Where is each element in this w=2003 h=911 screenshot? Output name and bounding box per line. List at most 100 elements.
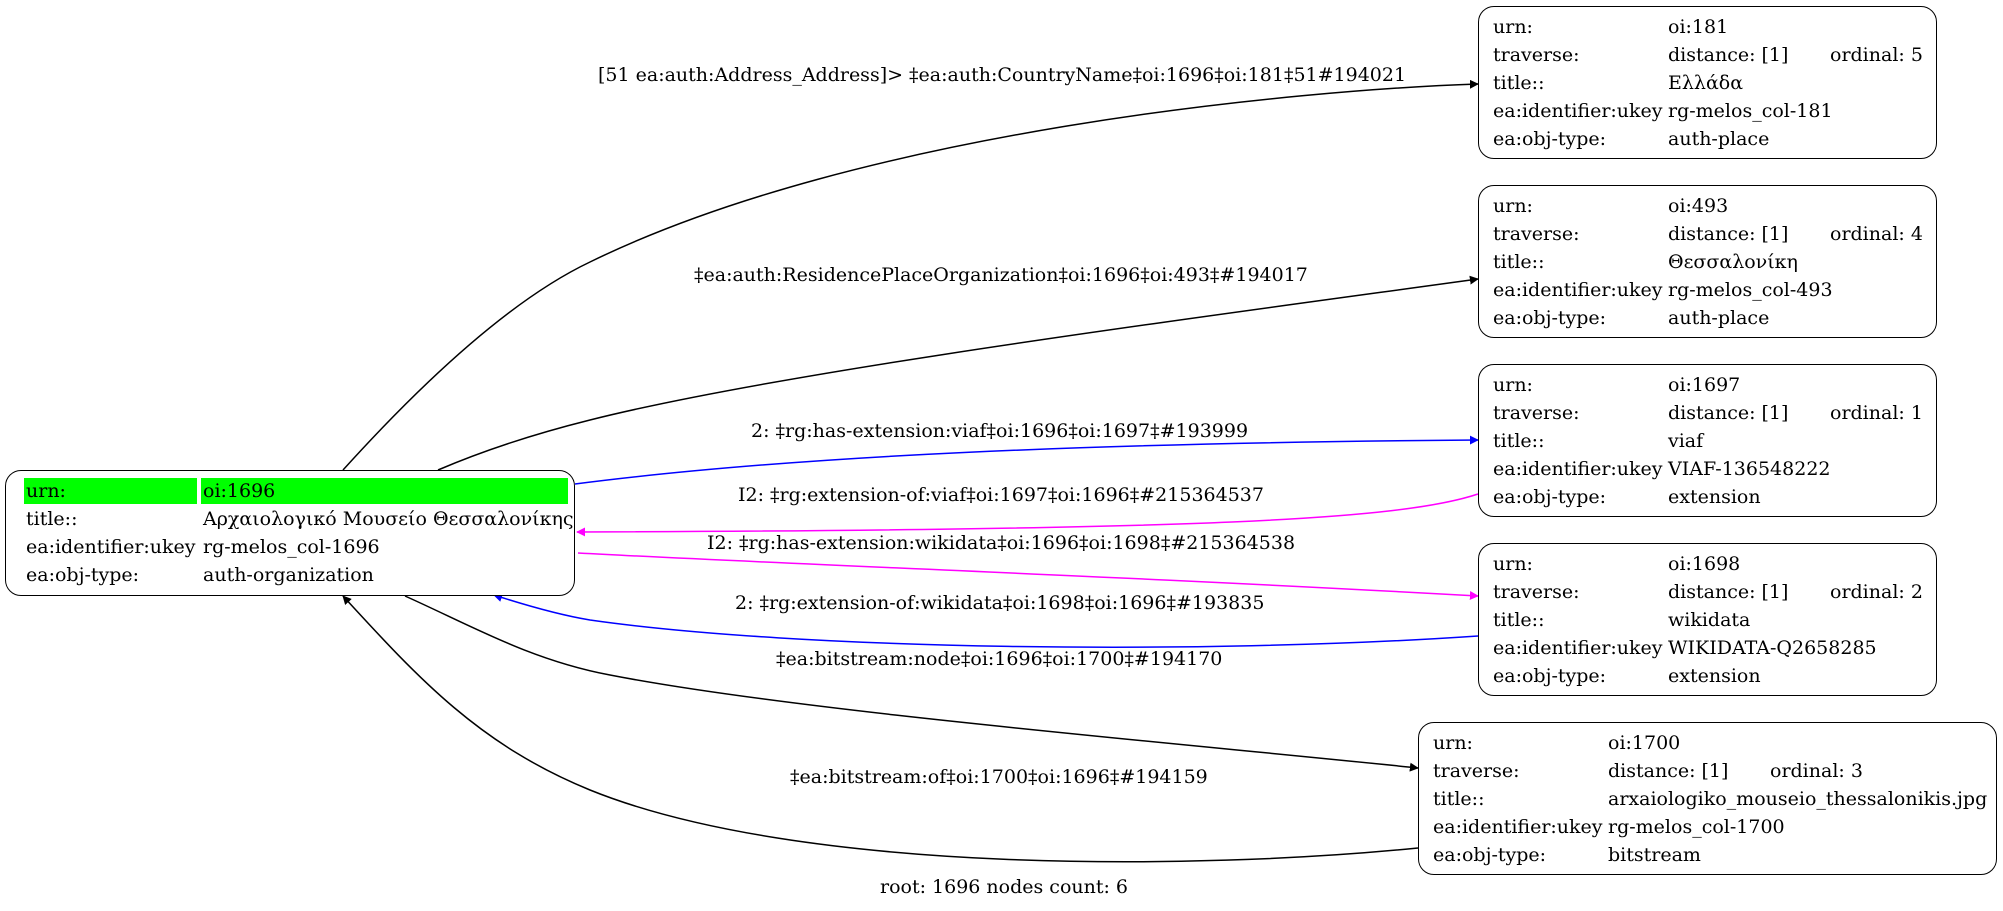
- obj-type-key: ea:obj-type:: [1493, 486, 1607, 508]
- ukey-value: WIKIDATA-Q2658285: [1668, 637, 1877, 659]
- edge-label-bitstream-of: ‡ea:bitstream:of‡oi:1700‡oi:1696‡#194159: [790, 766, 1208, 788]
- edge-to-oi-181: [342, 79, 1479, 471]
- traverse-key: traverse:: [1493, 581, 1580, 603]
- title-value: arxaiologiko_mouseio_thessalonikis.jpg: [1608, 788, 1988, 810]
- urn-value: oi:1700: [1608, 732, 1681, 754]
- root-title-value: Αρχαιολογικό Μουσείο Θεσσαλονίκης: [203, 508, 574, 530]
- ukey-key: ea:identifier:ukey: [1493, 458, 1663, 480]
- edge-label-extension-of-viaf: I2: ‡rg:extension-of:viaf‡oi:1697‡oi:169…: [738, 484, 1264, 506]
- edge-from-oi-1700: [342, 595, 1419, 863]
- root-ukey-key: ea:identifier:ukey: [26, 536, 196, 558]
- title-value: Θεσσαλονίκη: [1668, 251, 1798, 273]
- edge-to-oi-493: [437, 275, 1479, 471]
- node-row-traverse: traverse: distance: [1] ordinal: 2: [1493, 578, 1936, 606]
- ukey-value: rg-melos_col-181: [1668, 100, 1833, 122]
- urn-key: urn:: [1493, 374, 1533, 396]
- root-row-obj-type: ea:obj-type: auth-organization: [20, 561, 574, 589]
- obj-type-value: extension: [1668, 486, 1761, 508]
- edge-label-extension-of-wikidata: 2: ‡rg:extension-of:wikidata‡oi:1698‡oi:…: [735, 592, 1265, 614]
- title-key: title::: [1493, 72, 1545, 94]
- title-key: title::: [1433, 788, 1485, 810]
- distance-value: distance: [1]: [1668, 581, 1789, 603]
- node-row-traverse: traverse:distance: [1]ordinal: 1: [1493, 399, 1936, 427]
- obj-type-value: extension: [1668, 665, 1761, 687]
- node-row-title: title::Ελλάδα: [1493, 69, 1936, 97]
- obj-type-value: bitstream: [1608, 844, 1701, 866]
- node-row-obj-type: ea:obj-type:auth-place: [1493, 125, 1936, 153]
- obj-type-value: auth-place: [1668, 128, 1770, 150]
- urn-key: urn:: [1493, 195, 1533, 217]
- urn-key: urn:: [1493, 553, 1533, 575]
- urn-value: oi:181: [1668, 16, 1729, 38]
- traverse-key: traverse:: [1493, 223, 1580, 245]
- edge-to-oi-1700: [404, 595, 1419, 772]
- urn-value: oi:1698: [1668, 553, 1741, 575]
- urn-value: oi:493: [1668, 195, 1729, 217]
- edge-label-has-extension-wikidata: I2: ‡rg:has-extension:wikidata‡oi:1696‡o…: [707, 532, 1296, 554]
- edge-label-bitstream-node: ‡ea:bitstream:node‡oi:1696‡oi:1700‡#1941…: [776, 648, 1223, 670]
- edge-to-oi-1697: [574, 435, 1479, 485]
- node-row-obj-type: ea:obj-type: auth-place: [1493, 304, 1936, 332]
- urn-key: urn:: [1493, 16, 1533, 38]
- root-row-title: title:: Αρχαιολογικό Μουσείο Θεσσαλονίκη…: [20, 505, 574, 533]
- ukey-key: ea:identifier:ukey: [1493, 637, 1663, 659]
- urn-key: urn:: [1433, 732, 1473, 754]
- node-row-title: title::wikidata: [1493, 606, 1936, 634]
- node-oi-1698[interactable]: urn: oi:1698 traverse: distance: [1] ordina…: [1478, 543, 1937, 696]
- ordinal-value: ordinal: 1: [1830, 402, 1923, 424]
- node-row-urn: urn: oi:493: [1493, 192, 1936, 220]
- node-row-traverse: traverse: distance: [1] ordinal: 3: [1433, 757, 1996, 785]
- obj-type-value: auth-place: [1668, 307, 1770, 329]
- graph-footer: root: 1696 nodes count: 6: [880, 876, 1129, 898]
- node-row-urn: urn: oi:1697: [1493, 371, 1936, 399]
- ukey-value: rg-melos_col-1700: [1608, 816, 1785, 838]
- root-title-key: title::: [26, 508, 78, 530]
- node-row-title: title::arxaiologiko_mouseio_thessaloniki…: [1433, 785, 1996, 813]
- title-value: wikidata: [1668, 609, 1751, 631]
- root-urn-key: urn:: [26, 480, 66, 502]
- distance-value: distance: [1]: [1668, 402, 1789, 424]
- title-key: title::: [1493, 251, 1545, 273]
- edge-label-oi-493: ‡ea:auth:ResidencePlaceOrganization‡oi:1…: [694, 264, 1308, 286]
- title-key: title::: [1493, 430, 1545, 452]
- node-row-traverse: traverse:distance: [1]ordinal: 5: [1493, 41, 1936, 69]
- ukey-value: rg-melos_col-493: [1668, 279, 1833, 301]
- root-row-ukey: ea:identifier:ukey rg-melos_col-1696: [20, 533, 574, 561]
- edge-label-oi-181: [51 ea:auth:Address_Address]> ‡ea:auth:C…: [598, 64, 1407, 86]
- node-oi-1697[interactable]: urn:oi:1697 traverse:distance: [1]ordina…: [1478, 364, 1937, 517]
- node-oi-1700[interactable]: urn: oi:1700 traverse: distance: [1] ordina…: [1418, 722, 1997, 875]
- node-row-traverse: traverse:distance: [1]ordinal: 4: [1493, 220, 1936, 248]
- node-row-title: title::Θεσσαλονίκη: [1493, 248, 1936, 276]
- traverse-key: traverse:: [1433, 760, 1520, 782]
- urn-value: oi:1697: [1668, 374, 1741, 396]
- ordinal-value: ordinal: 3: [1770, 760, 1863, 782]
- node-oi-493[interactable]: urn: oi:493 traverse:distance: [1]ordinal…: [1478, 185, 1937, 338]
- obj-type-key: ea:obj-type:: [1433, 844, 1547, 866]
- root-row-urn: urn: oi:1696: [20, 477, 574, 505]
- ukey-key: ea:identifier:ukey: [1433, 816, 1603, 838]
- obj-type-key: ea:obj-type:: [1493, 665, 1607, 687]
- node-row-obj-type: ea:obj-type: extension: [1493, 483, 1936, 511]
- distance-value: distance: [1]: [1668, 44, 1789, 66]
- ordinal-value: ordinal: 4: [1830, 223, 1923, 245]
- ukey-key: ea:identifier:ukey: [1493, 279, 1663, 301]
- root-obj-type-value: auth-organization: [203, 564, 374, 586]
- obj-type-key: ea:obj-type:: [1493, 307, 1607, 329]
- node-row-obj-type: ea:obj-type: bitstream: [1433, 841, 1996, 869]
- root-obj-type-key: ea:obj-type:: [26, 564, 140, 586]
- node-row-urn: urn: oi:1698: [1493, 550, 1936, 578]
- traverse-key: traverse:: [1493, 44, 1580, 66]
- edge-from-oi-1698: [493, 593, 1479, 648]
- ukey-key: ea:identifier:ukey: [1493, 100, 1663, 122]
- root-node[interactable]: urn: oi:1696 title:: Αρχαιολογικό Μουσεί…: [5, 470, 575, 596]
- distance-value: distance: [1]: [1608, 760, 1729, 782]
- ordinal-value: ordinal: 2: [1830, 581, 1923, 603]
- ukey-value: VIAF-136548222: [1668, 458, 1831, 480]
- title-value: viaf: [1668, 430, 1704, 452]
- node-oi-181[interactable]: urn:oi:181 traverse:distance: [1]ordinal…: [1478, 6, 1937, 159]
- edge-label-has-extension-viaf: 2: ‡rg:has-extension:viaf‡oi:1696‡oi:169…: [751, 420, 1249, 442]
